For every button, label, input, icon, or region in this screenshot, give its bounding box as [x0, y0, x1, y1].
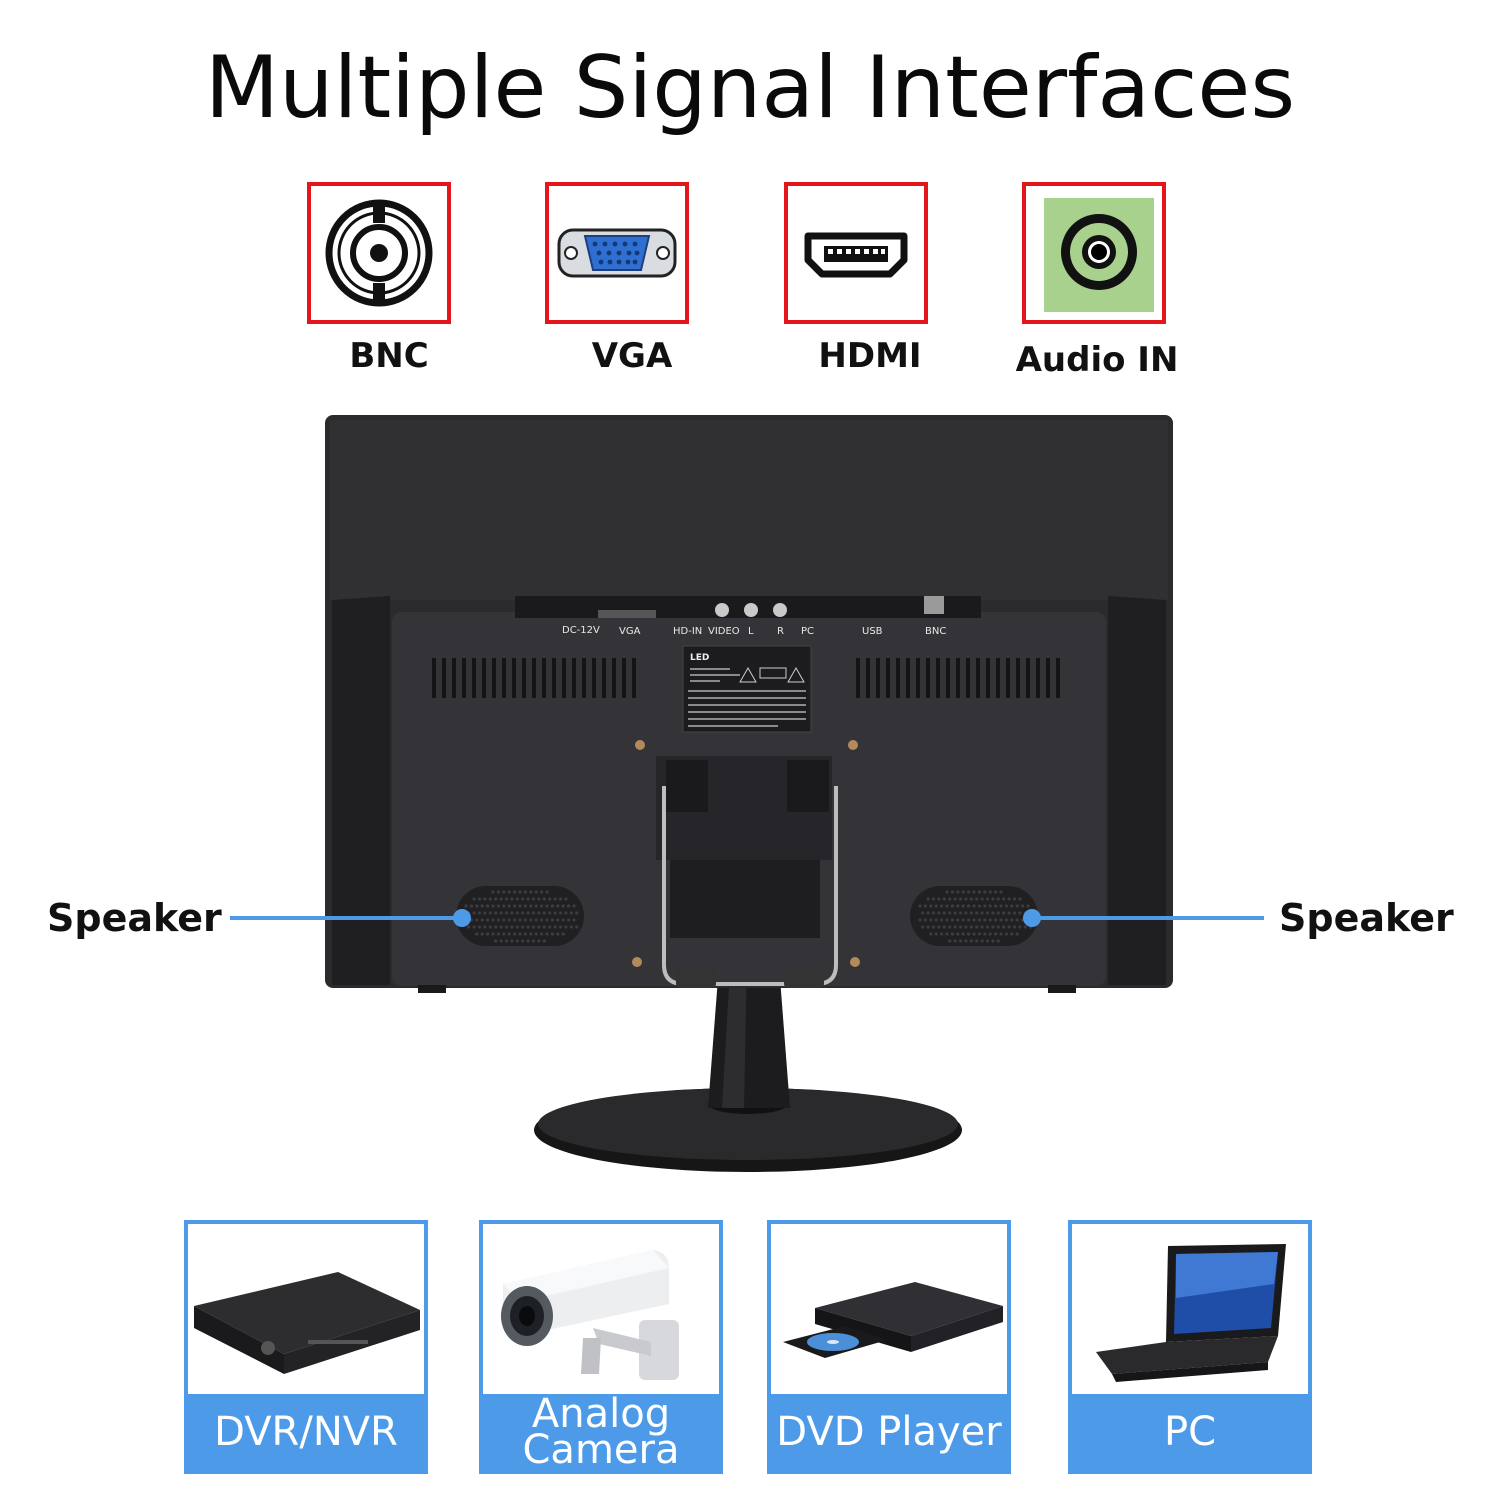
monitor-rear-image: DC-12V VGA HD-IN VIDEO L R PC USB BNC LE… [230, 415, 1264, 1172]
port-label-hdmi: HDMI [818, 336, 922, 376]
port-hdmi-box [784, 182, 928, 324]
device-card-dvr-nvr: DVR/NVR [184, 1220, 428, 1474]
vent-left [432, 658, 636, 698]
audio-jack-icon [1044, 198, 1154, 312]
device-card-dvd-player: DVD Player [767, 1220, 1011, 1474]
device-label-analog-camera: Analog Camera [483, 1394, 719, 1470]
dvd-player-icon [783, 1282, 1003, 1358]
port-bnc-box [307, 182, 451, 324]
rear-port-pc: PC [801, 626, 814, 637]
device-card-analog-camera: Analog Camera [479, 1220, 723, 1474]
rear-port-usb: USB [862, 626, 883, 637]
rear-port-hdin: HD-IN [673, 626, 702, 637]
speaker-grille-left [456, 886, 584, 946]
device-card-pc: PC [1068, 1220, 1312, 1474]
port-label-vga: VGA [591, 336, 673, 376]
laptop-icon [1096, 1244, 1286, 1382]
rear-port-bnc: BNC [925, 626, 946, 637]
device-label-dvd-player: DVD Player [771, 1394, 1007, 1470]
rear-port-vga: VGA [619, 626, 641, 637]
device-label-pc: PC [1072, 1394, 1308, 1470]
port-audio-box [1022, 182, 1166, 324]
speaker-label-right: Speaker [1279, 896, 1454, 940]
device-label-dvr-nvr: DVR/NVR [188, 1394, 424, 1470]
sticker-title: LED [690, 653, 709, 663]
rear-port-l: L [748, 626, 754, 637]
vga-connector-icon [557, 228, 677, 278]
device-label-analog: Analog [531, 1391, 671, 1437]
page-title: Multiple Signal Interfaces [204, 38, 1296, 138]
hdmi-connector-icon [804, 232, 908, 278]
device-label-camera: Camera [522, 1427, 680, 1473]
port-label-audio-in: Audio IN [1015, 340, 1179, 380]
rear-port-r: R [777, 626, 784, 637]
dvr-device-icon [194, 1272, 420, 1374]
camera-device-icon [501, 1250, 679, 1380]
vent-right [856, 658, 1060, 698]
rear-port-dc: DC-12V [562, 625, 600, 636]
rear-port-video: VIDEO [708, 626, 740, 637]
bnc-connector-icon [325, 199, 433, 307]
speaker-grille-right [910, 886, 1038, 946]
speaker-label-left: Speaker [47, 896, 222, 940]
port-label-bnc: BNC [349, 336, 429, 376]
port-vga-box [545, 182, 689, 324]
